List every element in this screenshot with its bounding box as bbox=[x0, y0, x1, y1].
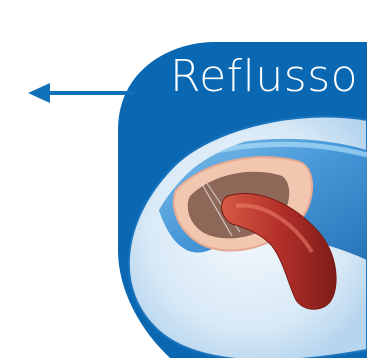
reflux-label: Reflusso bbox=[170, 47, 367, 107]
left-arrow-icon bbox=[28, 83, 132, 103]
